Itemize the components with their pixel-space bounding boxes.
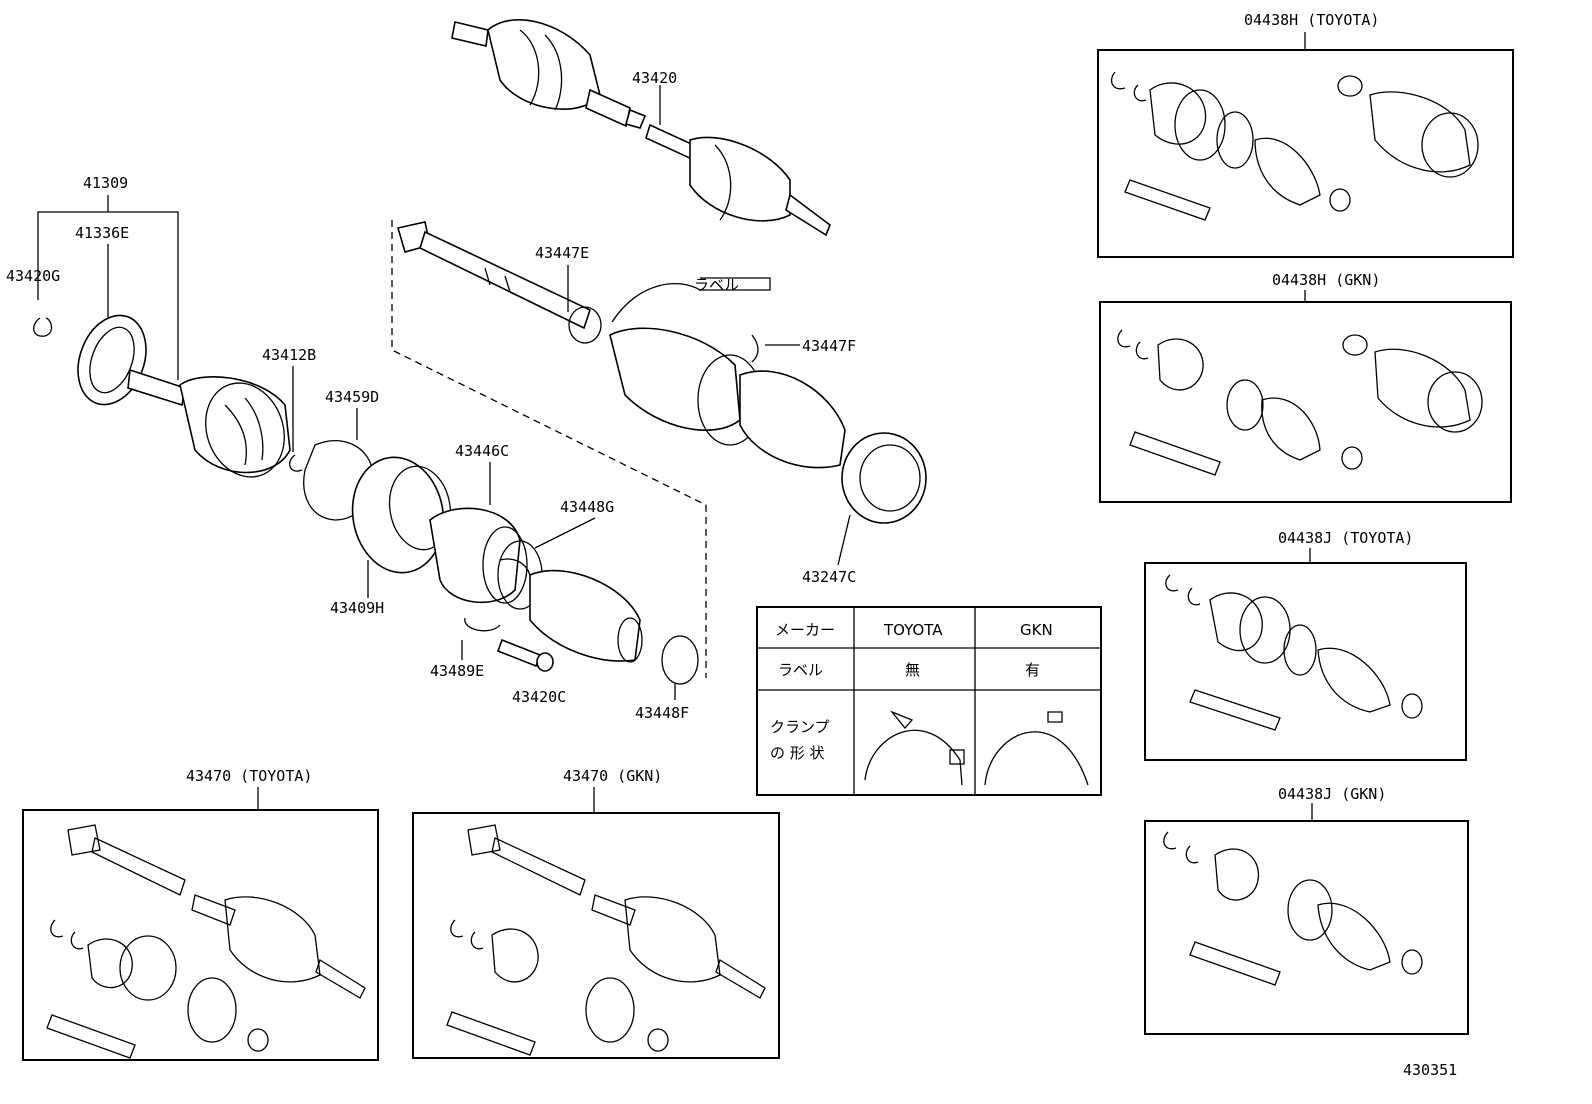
label-43447E: 43447E bbox=[535, 244, 589, 262]
middle-boot bbox=[609, 327, 741, 431]
boot-band-43448F bbox=[661, 635, 699, 685]
flange-43409H bbox=[351, 456, 445, 574]
table-row-label: ラベル bbox=[778, 661, 823, 679]
label-41336E: 41336E bbox=[75, 224, 129, 242]
clip-43489E bbox=[464, 617, 501, 632]
table-header-maker: メーカー bbox=[775, 621, 835, 639]
kit-04438J-gkn bbox=[1144, 803, 1469, 1035]
inboard-joint-43446C bbox=[429, 507, 521, 604]
kit-04438H-toyota bbox=[1097, 32, 1514, 258]
label-43489E: 43489E bbox=[430, 662, 484, 680]
label-43420: 43420 bbox=[632, 69, 677, 87]
label-43470-gkn: 43470 (GKN) bbox=[563, 767, 662, 785]
label-43420G: 43420G bbox=[6, 267, 60, 285]
snap-ring-43412B bbox=[289, 454, 303, 472]
label-04438J-toyota: 04438J (TOYOTA) bbox=[1278, 529, 1413, 547]
dust-deflector bbox=[77, 314, 147, 406]
label-43448G: 43448G bbox=[560, 498, 614, 516]
kit-04438J-toyota bbox=[1144, 548, 1467, 761]
middle-shaft bbox=[419, 230, 591, 330]
flange-43247C bbox=[841, 432, 927, 524]
bolt-43420C bbox=[496, 638, 542, 668]
middle-boot-outer bbox=[739, 370, 846, 469]
table-col-toyota: TOYOTA bbox=[883, 621, 943, 639]
label-43448F: 43448F bbox=[635, 704, 689, 722]
label-43420C: 43420C bbox=[512, 688, 566, 706]
label-41309: 41309 bbox=[83, 174, 128, 192]
table-label-gkn: 有 bbox=[1025, 661, 1040, 679]
inboard-boot bbox=[529, 569, 641, 662]
label-43470-toyota: 43470 (TOYOTA) bbox=[186, 767, 312, 785]
kit-43470-toyota bbox=[22, 787, 379, 1061]
label-04438H-gkn: 04438H (GKN) bbox=[1272, 271, 1380, 289]
label-43247C: 43247C bbox=[802, 568, 856, 586]
table-col-gkn: GKN bbox=[1020, 621, 1053, 639]
label-tag-line bbox=[611, 277, 771, 323]
maker-table: メーカー TOYOTA GKN ラベル 無 有 クランプ の 形 状 bbox=[756, 606, 1102, 796]
label-43412B: 43412B bbox=[262, 346, 316, 364]
diagram-number: 430351 bbox=[1403, 1061, 1457, 1079]
table-clamp-line1: クランプ bbox=[770, 718, 830, 736]
drive-shaft-top bbox=[451, 19, 831, 237]
snap-ring-43420G bbox=[33, 317, 53, 337]
table-clamp-line2: の 形 状 bbox=[770, 744, 825, 762]
kit-04438H-gkn bbox=[1099, 290, 1512, 503]
label-43447F: 43447F bbox=[802, 337, 856, 355]
outboard-joint bbox=[127, 368, 291, 478]
label-04438H-toyota: 04438H (TOYOTA) bbox=[1244, 11, 1379, 29]
kit-43470-gkn bbox=[412, 787, 780, 1059]
label-04438J-gkn: 04438J (GKN) bbox=[1278, 785, 1386, 803]
label-43409H: 43409H bbox=[330, 599, 384, 617]
label-43459D: 43459D bbox=[325, 388, 379, 406]
label-43446C: 43446C bbox=[455, 442, 509, 460]
table-label-toyota: 無 bbox=[905, 661, 920, 679]
dashed-grouping bbox=[391, 220, 707, 678]
label-tag: ラベル bbox=[694, 276, 739, 294]
